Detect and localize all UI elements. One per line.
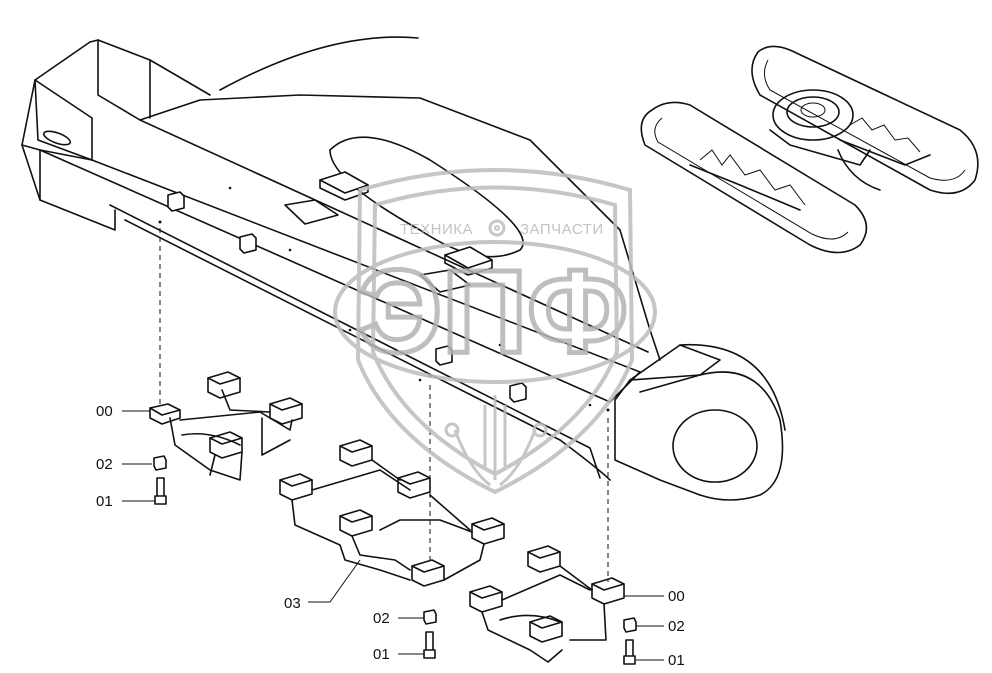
callout-left-01: 01: [96, 493, 113, 510]
track-frame-beam: [21, 36, 661, 481]
wheat-emblem-icon: [444, 395, 548, 487]
alignment-lines: [159, 228, 609, 582]
callout-right-02: 02: [668, 618, 685, 635]
callout-left-02: 02: [96, 456, 113, 473]
callout-right-01: 01: [668, 652, 685, 669]
callout-center-02: 02: [373, 610, 390, 627]
callout-left-00: 00: [96, 403, 113, 420]
watermark-logo: ТЕХНИКА ЗАПЧАСТИ ЭПФ: [333, 168, 657, 495]
callout-right-00: 00: [668, 588, 685, 605]
idler-bracket: [614, 343, 786, 501]
watermark-logo-text: ЭПФ: [358, 246, 628, 378]
leader-lines: [122, 410, 664, 661]
track-guard-right: [469, 545, 625, 663]
callout-center-01: 01: [373, 646, 390, 663]
watermark-text-left: ТЕХНИКА: [400, 221, 473, 238]
track-assembly-inset: [640, 45, 979, 254]
track-guard-center: [279, 439, 505, 587]
watermark-text-right: ЗАПЧАСТИ: [520, 221, 604, 238]
callout-labels: 00 02 01 03 02 01 00 02 01: [96, 403, 685, 669]
gear-icon: [488, 219, 506, 237]
track-guard-left: [149, 371, 303, 481]
callout-center-03: 03: [284, 595, 301, 612]
